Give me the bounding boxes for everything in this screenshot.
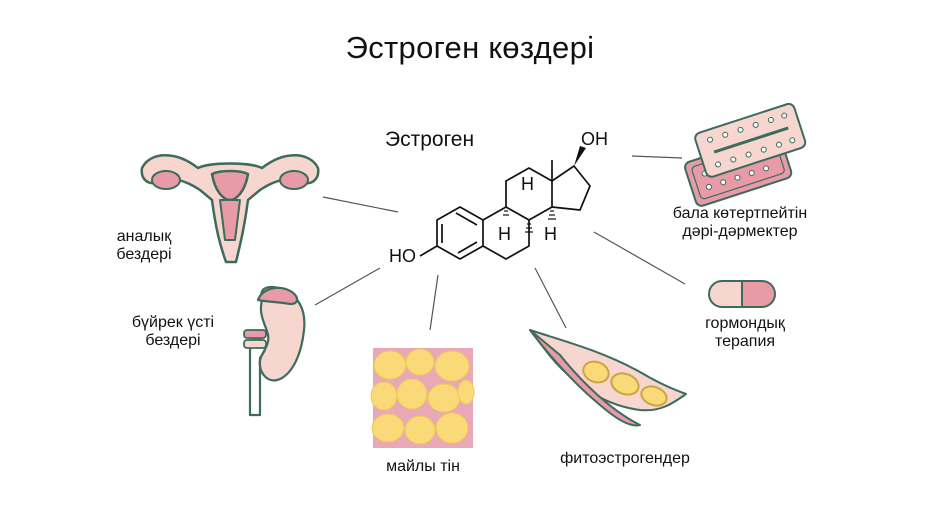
atom-h-3: H (544, 224, 557, 244)
connector-phyto (534, 267, 567, 329)
kidney-adrenal-icon (243, 285, 306, 417)
label-contraceptive: бала көтертпейтін дәрі-дәрмектер (655, 205, 825, 241)
label-contraceptive-line1: бала көтертпейтін (672, 205, 808, 222)
label-ovaries: аналық бездері (104, 228, 184, 264)
estradiol-structure-icon (419, 160, 591, 260)
wedge-bond (574, 146, 586, 166)
label-fat: майлы тін (363, 458, 483, 476)
page-title: Эстроген көздері (345, 30, 595, 65)
label-ovaries-line1: аналық (116, 228, 172, 245)
label-ovaries-line2: бездері (116, 246, 172, 263)
fat-tissue-icon (370, 348, 475, 448)
label-hormone-line1: гормондық (705, 315, 785, 332)
connector-ovaries (322, 196, 399, 213)
ovaries-uterus-icon (140, 154, 320, 264)
pill-blister-icon (684, 102, 807, 207)
atom-ho-left: HO (389, 246, 416, 266)
connector-hormone (593, 231, 686, 285)
label-adrenal-line2: бездері (145, 332, 201, 349)
label-contraceptive-line2: дәрі-дәрмектер (682, 223, 798, 240)
molecule-title: Эстроген (385, 128, 475, 151)
capsule-icon (708, 280, 776, 308)
label-fat-line1: майлы тін (386, 458, 460, 475)
bean-pod-icon (529, 329, 687, 427)
label-phyto-line1: фитоэстрогендер (560, 450, 690, 467)
atom-oh-top: OH (581, 129, 608, 149)
connector-contraceptive (631, 155, 683, 159)
atom-h-2: H (498, 224, 511, 244)
connector-adrenal (314, 267, 381, 306)
label-hormone-line2: терапия (714, 333, 776, 350)
label-hormone: гормондық терапия (680, 315, 810, 351)
hash-bonds (503, 210, 556, 233)
connector-lines (314, 155, 686, 331)
label-adrenal: бүйрек үсті бездері (118, 314, 228, 350)
connector-fat (429, 274, 439, 331)
label-adrenal-line1: бүйрек үсті (131, 314, 215, 331)
label-phyto: фитоэстрогендер (540, 450, 710, 468)
atom-h-1: H (521, 174, 534, 194)
